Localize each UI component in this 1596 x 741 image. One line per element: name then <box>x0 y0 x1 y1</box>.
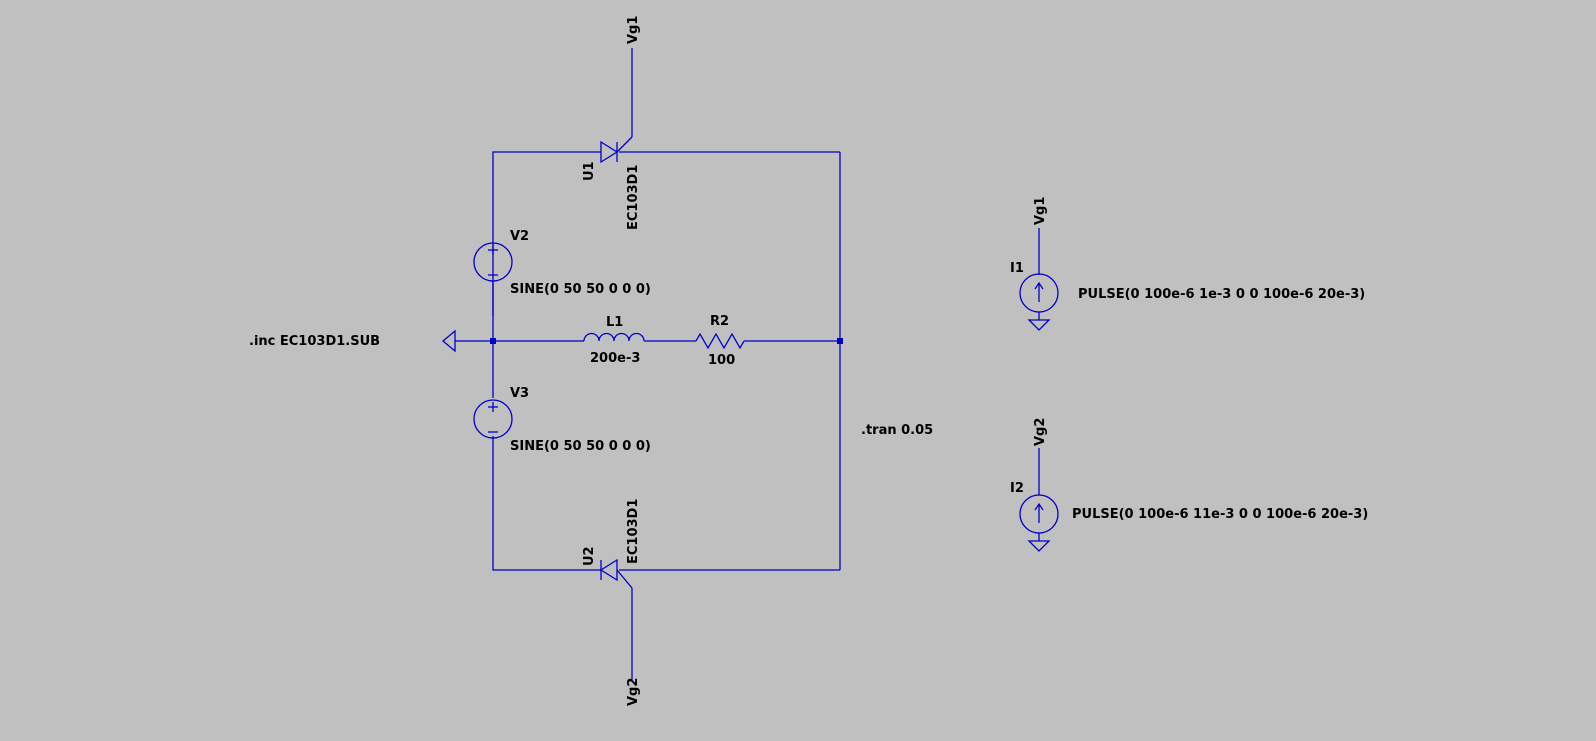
junction-left <box>490 338 496 344</box>
net-label-vg1-top: Vg1 <box>626 16 641 44</box>
resistor-r2[interactable] <box>695 332 745 350</box>
r2-value-label: 100 <box>708 353 735 368</box>
u1-ref-label: U1 <box>582 161 597 181</box>
v3-ref-label: V3 <box>510 386 529 401</box>
thyristor-u1[interactable] <box>600 136 633 164</box>
ground-symbol <box>441 329 456 353</box>
r2-ref-label: R2 <box>710 314 729 329</box>
net-label-vg2-bottom: Vg2 <box>626 678 641 706</box>
wires <box>455 48 1040 680</box>
wire-bottom-left[interactable] <box>492 436 601 571</box>
l1-ref-label: L1 <box>606 315 623 330</box>
l1-value-label: 200e-3 <box>590 351 640 366</box>
u2-model-label: EC103D1 <box>626 499 641 564</box>
tran-directive[interactable]: .tran 0.05 <box>861 423 933 438</box>
include-directive[interactable]: .inc EC103D1.SUB <box>249 334 380 349</box>
junction-right <box>837 338 843 344</box>
u2-ref-label: U2 <box>582 546 597 566</box>
current-source-i1[interactable] <box>1019 273 1059 320</box>
i2-ref-label: I2 <box>1010 481 1024 496</box>
thyristor-u2[interactable] <box>599 558 633 589</box>
current-source-i2[interactable] <box>1019 494 1059 541</box>
i2-value-label: PULSE(0 100e-6 11e-3 0 0 100e-6 20e-3) <box>1072 507 1368 522</box>
i1-ref-label: I1 <box>1010 261 1024 276</box>
i1-net-label: Vg1 <box>1033 197 1048 225</box>
ground-i2 <box>1027 540 1051 552</box>
v2-value-label: SINE(0 50 50 0 0 0) <box>510 282 651 297</box>
voltage-source-v2[interactable] <box>473 242 513 282</box>
wire-top[interactable] <box>492 151 601 316</box>
i2-net-label: Vg2 <box>1033 418 1048 446</box>
voltage-source-v3[interactable] <box>473 399 513 439</box>
inductor-l1[interactable] <box>583 332 645 342</box>
v2-ref-label: V2 <box>510 229 529 244</box>
ground-i1 <box>1027 319 1051 331</box>
v3-value-label: SINE(0 50 50 0 0 0) <box>510 439 651 454</box>
u1-model-label: EC103D1 <box>626 165 641 230</box>
i1-value-label: PULSE(0 100e-6 1e-3 0 0 100e-6 20e-3) <box>1078 287 1365 302</box>
